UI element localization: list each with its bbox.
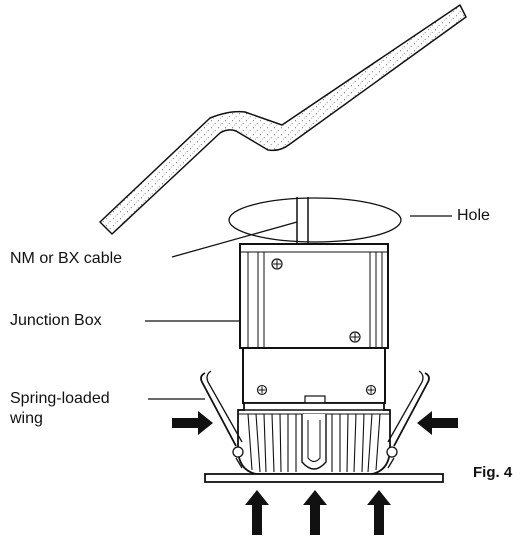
arrow-up-icon bbox=[303, 490, 327, 535]
cable-label: NM or BX cable bbox=[10, 250, 123, 267]
spring-wing-right bbox=[386, 370, 430, 469]
junction-box bbox=[239, 243, 389, 349]
arrow-right-icon bbox=[172, 411, 213, 435]
screw-icon bbox=[256, 384, 268, 396]
fixture-housing bbox=[242, 347, 386, 409]
screw-icon bbox=[349, 331, 361, 343]
heat-sink bbox=[237, 402, 391, 475]
arrow-up-icon bbox=[245, 490, 269, 535]
spring-wing-left bbox=[200, 370, 244, 469]
screw-icon bbox=[271, 258, 283, 270]
trim-flange bbox=[204, 473, 444, 483]
ceiling-hole bbox=[228, 197, 402, 243]
cable bbox=[296, 197, 309, 244]
cable-leader-line bbox=[171, 221, 298, 258]
ceiling-section bbox=[99, 4, 467, 235]
arrow-up-icon bbox=[367, 490, 391, 535]
spring-wing-label-line2: wing bbox=[10, 410, 43, 427]
figure-label: Fig. 4 bbox=[473, 464, 513, 481]
screw-icon bbox=[365, 384, 377, 396]
junction-box-label: Junction Box bbox=[10, 312, 102, 329]
hole-label: Hole bbox=[457, 207, 490, 224]
arrow-left-icon bbox=[417, 411, 458, 435]
spring-wing-label-line1: Spring-loaded bbox=[10, 390, 110, 407]
